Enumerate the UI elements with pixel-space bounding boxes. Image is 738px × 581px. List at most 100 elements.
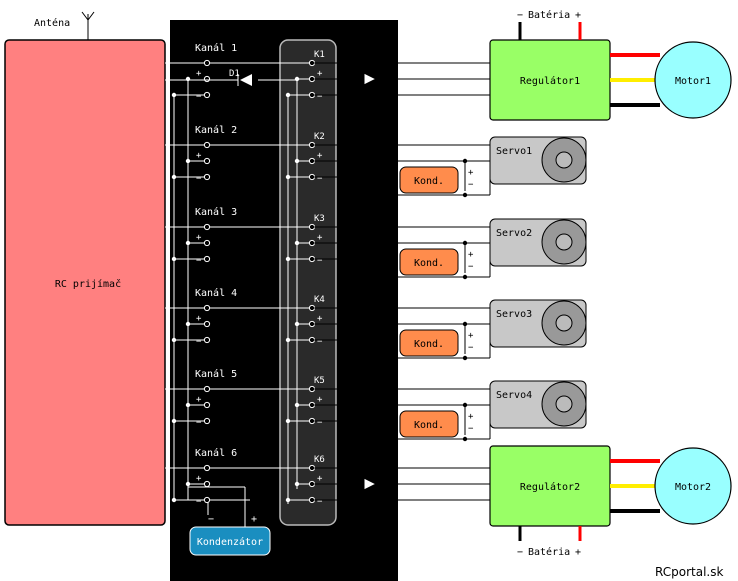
receiver-pin xyxy=(203,59,211,67)
plug-minus-sign: − xyxy=(317,174,323,184)
junction-dot xyxy=(294,321,300,327)
junction-dot xyxy=(462,321,468,327)
channel-label: Kanál 4 xyxy=(195,287,237,299)
receiver-pin xyxy=(203,480,211,488)
diode-icon xyxy=(363,72,378,86)
junction-dot xyxy=(285,92,291,98)
capacitor-icon xyxy=(399,410,459,438)
junction-dot xyxy=(185,321,191,327)
junction-dot xyxy=(462,192,468,198)
servo-label: Servo4 xyxy=(496,390,532,401)
diode-icon xyxy=(363,477,378,491)
junction-dot xyxy=(285,497,291,503)
rc-receiver-label: RC prijímač xyxy=(55,278,121,290)
receiver-minus-sign: − xyxy=(196,418,202,428)
receiver-pin xyxy=(203,496,211,504)
servo-plus-sign: + xyxy=(468,168,474,178)
servo-label: Servo2 xyxy=(496,228,532,239)
antenna-icon xyxy=(81,11,95,40)
receiver-minus-sign: − xyxy=(196,92,202,102)
junction-dot xyxy=(171,337,177,343)
servo-minus-sign: − xyxy=(468,343,474,353)
junction-dot xyxy=(294,76,300,82)
battery-minus-sign: − xyxy=(517,547,523,558)
servo-minus-sign: − xyxy=(468,180,474,190)
junction-dot xyxy=(171,92,177,98)
junction-dot xyxy=(294,158,300,164)
capacitor-label: Kond. xyxy=(414,420,444,431)
junction-dot xyxy=(171,497,177,503)
diode-label: D2 xyxy=(379,68,390,78)
capacitor-label: Kond. xyxy=(414,176,444,187)
receiver-pin xyxy=(203,255,211,263)
junction-dot xyxy=(462,240,468,246)
junction-dot xyxy=(285,174,291,180)
plug-plus-sign: + xyxy=(317,314,323,324)
capacitor-label: Kond. xyxy=(414,339,444,350)
connector-label: K6 xyxy=(314,455,325,465)
servo-shaft-icon xyxy=(555,314,573,332)
junction-dot xyxy=(171,256,177,262)
receiver-pin xyxy=(203,385,211,393)
servo-label: Servo3 xyxy=(496,309,532,320)
receiver-plus-sign: + xyxy=(196,474,202,484)
receiver-pin xyxy=(203,75,211,83)
plug-minus-sign: − xyxy=(317,497,323,507)
channel-label: Kanál 5 xyxy=(195,368,237,380)
antenna-label: Anténa xyxy=(34,17,70,29)
junction-dot xyxy=(285,337,291,343)
receiver-minus-sign: − xyxy=(196,497,202,507)
diode-d1-label: D1 xyxy=(229,69,240,79)
connector-label: K1 xyxy=(314,50,325,60)
battery-label: Batéria xyxy=(528,546,570,558)
servo-plus-sign: + xyxy=(468,331,474,341)
capacitor-icon xyxy=(399,329,459,357)
servo-plus-sign: + xyxy=(468,412,474,422)
motor-label: Motor1 xyxy=(675,76,711,87)
receiver-plus-sign: + xyxy=(196,151,202,161)
servo-shaft-icon xyxy=(555,395,573,413)
main-capacitor-label: Kondenzátor xyxy=(197,536,263,548)
servo-minus-sign: − xyxy=(468,424,474,434)
servo-shaft-icon xyxy=(555,233,573,251)
rc-receiver-box xyxy=(4,39,166,526)
receiver-pin xyxy=(203,320,211,328)
receiver-plus-sign: + xyxy=(196,314,202,324)
channel-label: Kanál 2 xyxy=(195,124,237,136)
main-capacitor-minus: − xyxy=(208,514,214,525)
plug-plus-sign: + xyxy=(317,474,323,484)
junction-dot xyxy=(185,481,191,487)
receiver-pin xyxy=(203,464,211,472)
battery-minus-sign: − xyxy=(517,10,523,21)
junction-dot xyxy=(185,240,191,246)
junction-dot xyxy=(285,418,291,424)
battery-plus-sign: + xyxy=(575,10,581,21)
receiver-pin xyxy=(203,239,211,247)
servo-minus-sign: − xyxy=(468,262,474,272)
receiver-pin xyxy=(203,157,211,165)
connector-label: K5 xyxy=(314,376,325,386)
regulator-label: Regulátor1 xyxy=(520,75,580,87)
servo-label: Servo1 xyxy=(496,146,532,157)
plug-minus-sign: − xyxy=(317,418,323,428)
plug-minus-sign: − xyxy=(317,92,323,102)
receiver-pin xyxy=(203,401,211,409)
junction-dot xyxy=(294,240,300,246)
receiver-plus-sign: + xyxy=(196,69,202,79)
main-capacitor-plus: + xyxy=(251,514,257,525)
receiver-pin xyxy=(203,417,211,425)
junction-dot xyxy=(185,402,191,408)
capacitor-icon xyxy=(399,166,459,194)
connector-label: K4 xyxy=(314,295,325,305)
junction-dot xyxy=(294,481,300,487)
channel-label: Kanál 6 xyxy=(195,447,237,459)
battery-label: Batéria xyxy=(528,9,570,21)
receiver-pin xyxy=(203,304,211,312)
receiver-pin xyxy=(203,91,211,99)
receiver-plus-sign: + xyxy=(196,395,202,405)
receiver-pin xyxy=(203,173,211,181)
regulator-label: Regulátor2 xyxy=(520,481,580,493)
junction-dot xyxy=(171,174,177,180)
